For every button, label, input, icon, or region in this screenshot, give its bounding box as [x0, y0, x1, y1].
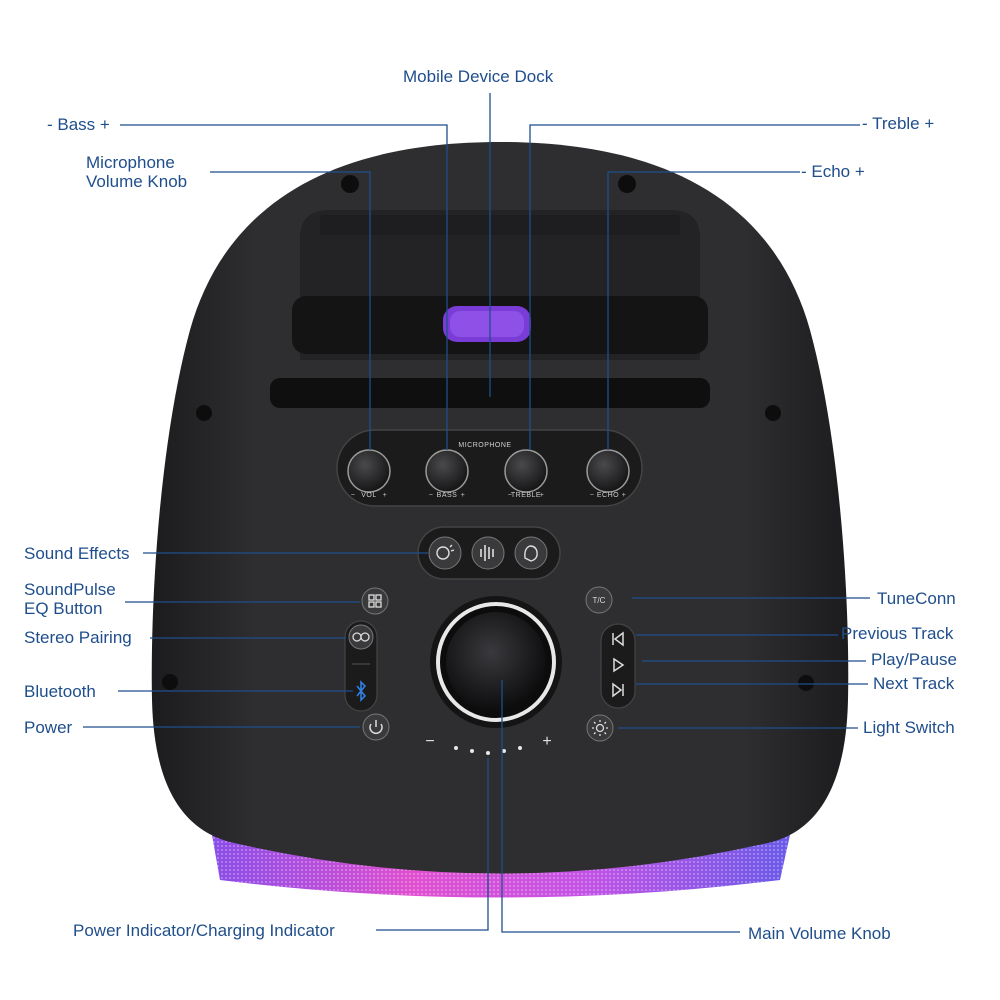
soundpulse-eq-button[interactable]	[361, 587, 389, 615]
panel-bass-label: BASS	[437, 492, 458, 499]
label-bluetooth: Bluetooth	[24, 682, 96, 701]
label-stereo-pairing: Stereo Pairing	[24, 628, 132, 647]
knob-3-minus: −	[590, 492, 595, 499]
knob-0-plus: +	[383, 492, 388, 499]
next-track-button[interactable]	[607, 679, 629, 701]
bluetooth-button[interactable]	[349, 679, 373, 703]
label-tuneconn: TuneConn	[877, 589, 956, 608]
label-treble: - Treble +	[862, 114, 935, 133]
treble-knob[interactable]: TREBLE	[504, 449, 548, 499]
tuneconn-button[interactable]: T/C	[585, 586, 613, 614]
stereo-pairing-button[interactable]	[348, 624, 374, 650]
panel-echo-label: ECHO	[597, 492, 619, 499]
label-mobile-device-dock: Mobile Device Dock	[403, 67, 554, 86]
label-light-switch: Light Switch	[863, 718, 955, 737]
tuneconn-icon: T/C	[593, 596, 606, 605]
label-echo: - Echo +	[801, 162, 865, 181]
panel-treble-label: TREBLE	[511, 492, 541, 499]
light-switch-button[interactable]	[586, 714, 614, 742]
label-main-volume-knob: Main Volume Knob	[748, 924, 891, 943]
clap-icon	[524, 545, 538, 562]
previous-icon	[612, 631, 624, 647]
label-previous-track: Previous Track	[841, 624, 954, 643]
panel-vol-label: VOL	[361, 492, 377, 499]
light-icon	[592, 720, 608, 736]
sound-effect-button-3[interactable]	[514, 536, 548, 570]
knob-1-minus: −	[429, 492, 434, 499]
previous-track-button[interactable]	[607, 628, 629, 650]
knob-1-plus: +	[461, 492, 466, 499]
waveform-icon	[480, 545, 494, 561]
main-volume-plus: +	[542, 733, 551, 750]
leader-lines	[83, 93, 870, 933]
main-volume-minus: −	[425, 733, 434, 750]
knob-0-minus: −	[351, 492, 356, 499]
knob-panel	[336, 429, 643, 507]
mic-volume-knob[interactable]: VOL	[347, 449, 391, 499]
main-volume-knob[interactable]	[430, 596, 562, 728]
label-bass: - Bass +	[47, 115, 110, 134]
label-power: Power	[24, 718, 73, 737]
label-mic-volume-2: Volume Knob	[86, 172, 188, 191]
label-soundpulse-2: EQ Button	[24, 599, 103, 618]
next-icon	[612, 682, 624, 698]
label-power-indicator: Power Indicator/Charging Indicator	[73, 921, 335, 940]
eq-icon	[368, 594, 382, 608]
label-next-track: Next Track	[873, 674, 955, 693]
label-soundpulse-1: SoundPulse	[24, 580, 116, 599]
play-pause-button[interactable]	[607, 654, 629, 676]
power-button[interactable]	[362, 713, 390, 741]
play-icon	[613, 657, 625, 673]
power-icon	[369, 720, 383, 734]
label-mic-volume-1: Microphone	[86, 153, 175, 172]
knob-2-minus: −	[508, 492, 513, 499]
sound-effect-button-1[interactable]	[428, 536, 462, 570]
label-sound-effects: Sound Effects	[24, 544, 130, 563]
stereo-icon	[352, 632, 370, 642]
sound-effect-button-2[interactable]	[471, 536, 505, 570]
bluetooth-icon	[356, 680, 367, 702]
panel-microphone-label: MICROPHONE	[458, 442, 511, 449]
power-indicator-dots	[454, 746, 522, 755]
label-play-pause: Play/Pause	[871, 650, 957, 669]
knob-2-plus: +	[540, 492, 545, 499]
knob-3-plus: +	[622, 492, 627, 499]
sound-effect-icon	[436, 544, 455, 560]
